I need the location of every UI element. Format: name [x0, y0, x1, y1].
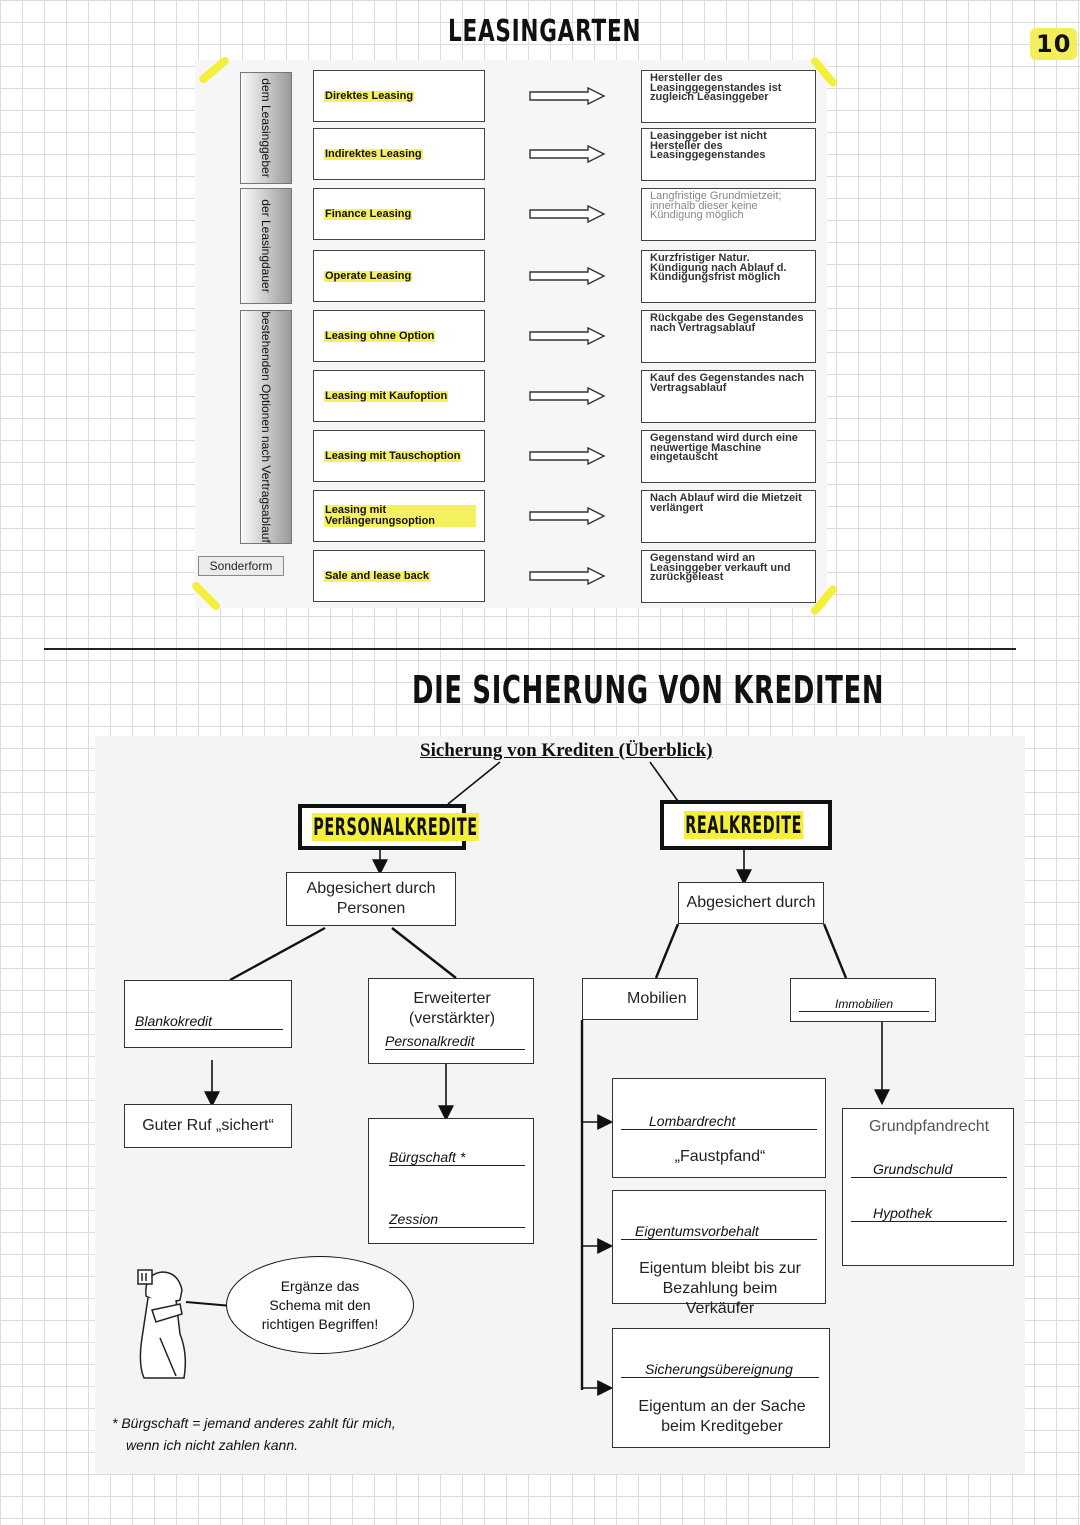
credit-section-title: DIE SICHERUNG VON KREDITEN — [412, 668, 885, 712]
hypothek-answer: Hypothek — [851, 1205, 1007, 1222]
leasing-type-label: Sale and lease back — [324, 569, 430, 582]
buergschaft-zession-box: Bürgschaft * Zession — [368, 1118, 534, 1244]
leasing-description-box: Langfristige Grundmietzeit; innerhalb di… — [641, 188, 816, 241]
bubble-text: Ergänze das Schema mit den richtigen Beg… — [261, 1277, 379, 1332]
eigentumsvorbehalt-answer: Eigentumsvorbehalt — [621, 1223, 817, 1240]
leasing-type-box: Operate Leasing — [313, 250, 485, 302]
side-label-optionen: bestehenden Optionen nach Vertragsablauf — [240, 310, 292, 544]
mobilien-box: Mobilien — [582, 978, 698, 1020]
leasing-arrow-icon — [529, 144, 606, 164]
zession-answer: Zession — [389, 1211, 525, 1228]
leasing-type-label: Direktes Leasing — [324, 89, 415, 102]
leasing-description-box: Leasinggeber ist nicht Hersteller des Le… — [641, 128, 816, 181]
real-secured-text: Abgesichert durch — [686, 894, 816, 911]
leasing-arrow-icon — [529, 326, 606, 346]
leasing-type-label: Operate Leasing — [324, 269, 413, 282]
leasing-type-box: Leasing mit Verlängerungsoption — [313, 490, 485, 542]
footnote-line-1: * Bürgschaft = jemand anderes zahlt für … — [112, 1415, 396, 1431]
leasing-description-box: Gegenstand wird an Leasinggeber verkauft… — [641, 550, 816, 603]
sicherung-desc: Eigentum an der Sache beim Kreditgeber — [638, 1398, 806, 1435]
erweitert-box: Erweiterter (verstärkter) Personalkredit — [368, 978, 534, 1064]
leasing-arrow-icon — [529, 266, 606, 286]
personalkredite-label: PERSONALKREDITE — [312, 813, 479, 841]
leasing-type-box: Leasing mit Tauschoption — [313, 430, 485, 482]
immobilien-answer: Immobilien — [799, 997, 929, 1012]
sicherung-answer: Sicherungsübereignung — [621, 1361, 819, 1378]
guter-ruf-text: Guter Ruf „sichert“ — [142, 1117, 274, 1134]
leasing-type-label: Leasing ohne Option — [324, 329, 436, 342]
realkredite-header: REALKREDITE — [660, 800, 832, 850]
instruction-speech-bubble: Ergänze das Schema mit den richtigen Beg… — [226, 1256, 414, 1354]
page-number: 10 — [1030, 28, 1078, 60]
grundpfandrecht-text: Grundpfandrecht — [868, 1118, 990, 1135]
leasing-type-box: Sale and lease back — [313, 550, 485, 602]
leasing-type-box: Direktes Leasing — [313, 70, 485, 122]
buergschaft-footnote: * Bürgschaft = jemand anderes zahlt für … — [112, 1412, 396, 1456]
sonderform-label: Sonderform — [198, 556, 284, 576]
leasing-type-label: Leasing mit Verlängerungsoption — [324, 505, 476, 527]
leasing-description-box: Kurzfristiger Natur. Kündigung nach Abla… — [641, 250, 816, 303]
leasing-type-label: Indirektes Leasing — [324, 147, 423, 160]
arrow-to-blanko — [229, 926, 326, 982]
side-label-leasinggeber: dem Leasinggeber — [240, 72, 292, 184]
bubble-pointer — [185, 1301, 233, 1307]
leasing-description-box: Hersteller des Leasinggegenstandes ist z… — [641, 70, 816, 123]
arrow-to-immobilien — [822, 923, 848, 979]
leasing-arrow-icon — [529, 566, 606, 586]
side-label-leasingdauer: der Leasingdauer — [240, 188, 292, 304]
connector-title-personal — [447, 761, 501, 805]
erweitert-text: Erweiterter (verstärkter) — [408, 990, 496, 1027]
faustpfand-text: „Faustpfand“ — [674, 1148, 766, 1165]
leasing-type-label: Finance Leasing — [324, 207, 413, 220]
realkredite-label: REALKREDITE — [684, 811, 804, 839]
leasing-arrow-icon — [529, 446, 606, 466]
leasing-type-label: Leasing mit Kaufoption — [324, 389, 449, 402]
personalkredite-header: PERSONALKREDITE — [298, 804, 479, 850]
guter-ruf-box: Guter Ruf „sichert“ — [124, 1104, 292, 1148]
leasing-type-box: Indirektes Leasing — [313, 128, 485, 180]
leasing-description-box: Nach Ablauf wird die Mietzeit verlängert — [641, 490, 816, 543]
grundschuld-answer: Grundschuld — [851, 1161, 1007, 1178]
blanko-answer: Blankokredit — [135, 1013, 283, 1030]
leasing-type-box: Finance Leasing — [313, 188, 485, 240]
eigentumsvorbehalt-box: Eigentumsvorbehalt Eigentum bleibt bis z… — [612, 1190, 826, 1317]
leasing-description-box: Gegenstand wird durch eine neuwertige Ma… — [641, 430, 816, 483]
leasing-description-box: Kauf des Gegenstandes nach Vertragsablau… — [641, 370, 816, 423]
mobilien-text: Mobilien — [627, 990, 687, 1007]
eigentumsvorbehalt-desc: Eigentum bleibt bis zur Bezahlung beim V… — [639, 1260, 801, 1317]
personalkredit-answer: Personalkredit — [385, 1033, 525, 1050]
overview-title: Sicherung von Krediten (Überblick) — [420, 740, 713, 761]
lombard-answer: Lombardrecht — [621, 1113, 817, 1130]
blanko-box: Blankokredit — [124, 980, 292, 1048]
connector-title-real — [649, 761, 681, 805]
leasing-arrow-icon — [529, 86, 606, 106]
lombard-box: Lombardrecht „Faustpfand“ — [612, 1078, 826, 1178]
section-divider — [44, 648, 1016, 650]
immobilien-box: Immobilien — [790, 978, 936, 1022]
monk-figure — [137, 1269, 187, 1379]
personal-secured-text: Abgesichert durch Personen — [306, 880, 436, 917]
leasing-arrow-icon — [529, 506, 606, 526]
leasing-type-box: Leasing ohne Option — [313, 310, 485, 362]
arrow-to-erweitert — [391, 927, 457, 979]
leasing-section-title: LEASINGARTEN — [448, 14, 642, 49]
grundpfandrecht-box: Grundpfandrecht Grundschuld Hypothek — [842, 1108, 1014, 1266]
buergschaft-answer: Bürgschaft * — [389, 1149, 525, 1166]
leasing-type-label: Leasing mit Tauschoption — [324, 449, 462, 462]
sicherung-box: Sicherungsübereignung Eigentum an der Sa… — [612, 1328, 830, 1448]
personal-secured-box: Abgesichert durch Personen — [286, 872, 456, 926]
arrow-to-mobilien — [654, 923, 680, 979]
leasing-arrow-icon — [529, 386, 606, 406]
leasing-arrow-icon — [529, 204, 606, 224]
footnote-line-2: wenn ich nicht zahlen kann. — [126, 1437, 298, 1453]
real-secured-box: Abgesichert durch — [678, 882, 824, 924]
leasing-description-box: Rückgabe des Gegenstandes nach Vertragsa… — [641, 310, 816, 363]
leasing-type-box: Leasing mit Kaufoption — [313, 370, 485, 422]
